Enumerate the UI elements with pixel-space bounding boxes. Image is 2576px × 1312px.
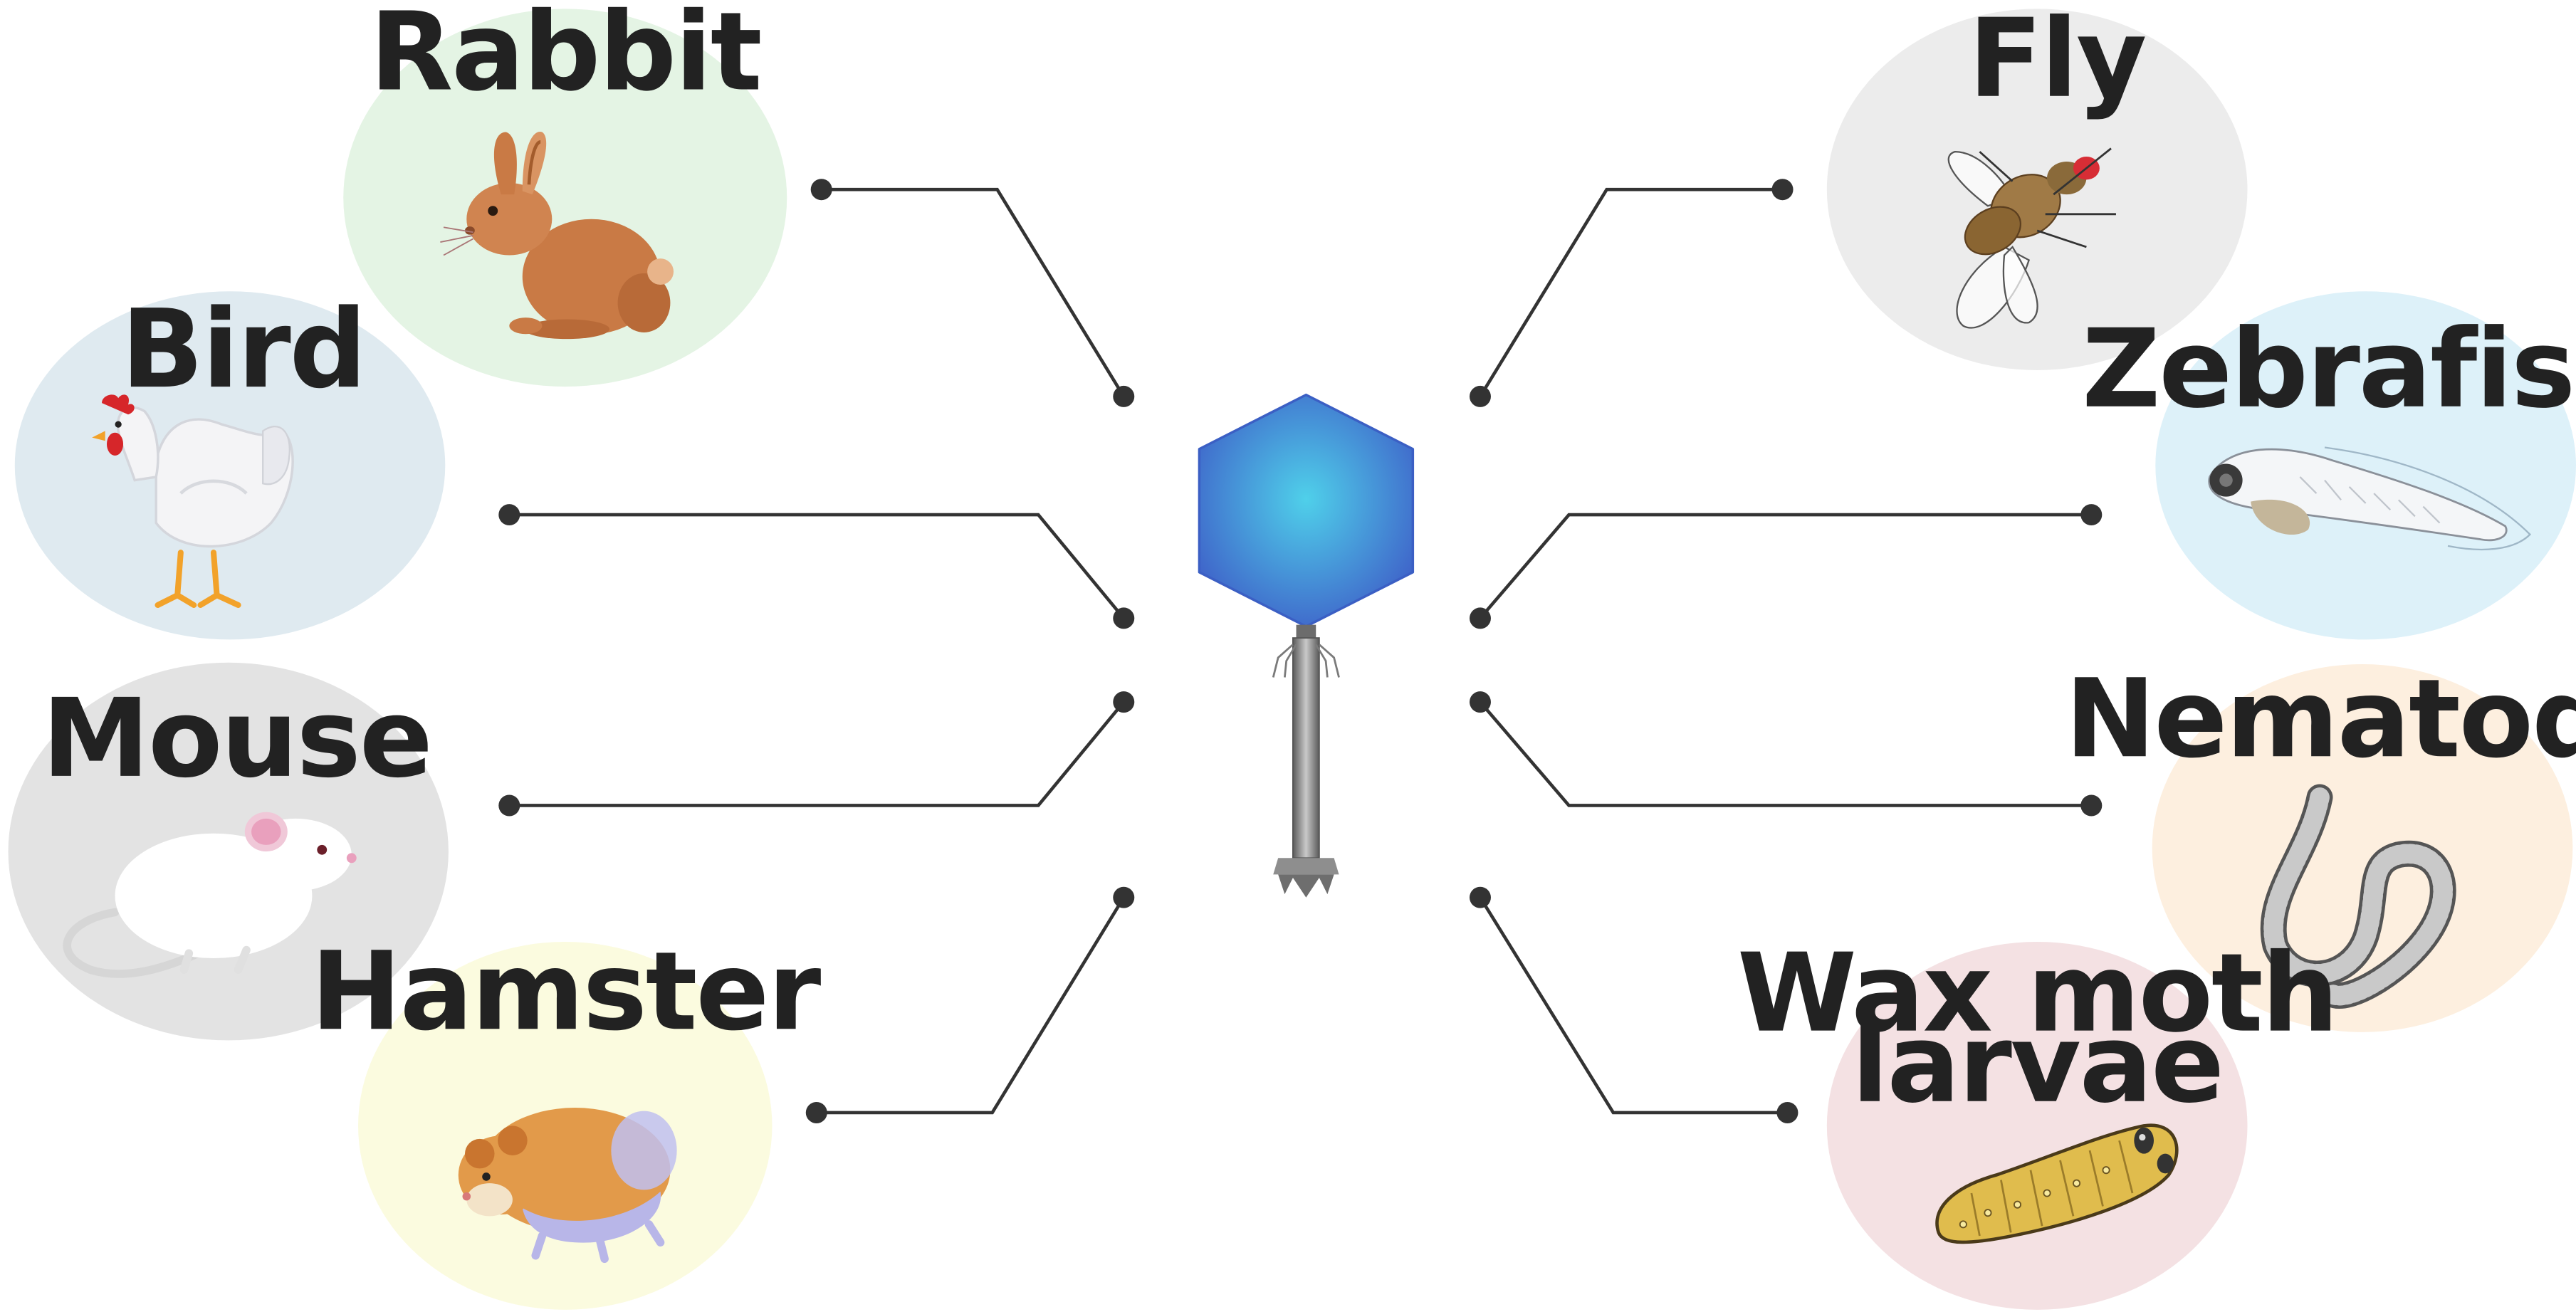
connector-dots <box>498 179 2103 1123</box>
rabbit-icon <box>440 131 674 340</box>
organism-nematode: Nematode <box>2065 656 2576 1032</box>
organism-bird: Bird <box>14 286 446 640</box>
nematode-label: Nematode <box>2065 656 2576 782</box>
rabbit-bubble <box>343 9 787 387</box>
organism-rabbit: Rabbit <box>343 0 787 387</box>
rabbit-label: Rabbit <box>370 0 760 115</box>
mouse-label: Mouse <box>42 676 431 802</box>
connector-bird <box>509 513 1126 619</box>
hamster-label: Hamster <box>311 928 822 1054</box>
bacteriophage-icon <box>1198 393 1415 898</box>
organism-waxmoth: Wax moth larvae <box>1737 930 2339 1310</box>
connector-zebrafish <box>1479 513 2092 619</box>
mouse-icon <box>63 812 357 978</box>
waxmoth-bubble <box>1826 941 2248 1310</box>
organism-hamster: Hamster <box>311 928 822 1310</box>
connector-hamster <box>816 896 1126 1115</box>
fly-label: Fly <box>1969 0 2146 122</box>
organism-zebrafish: Zebrafish <box>2082 291 2576 640</box>
connector-waxmoth <box>1479 896 1788 1115</box>
waxmoth-label-line2: larvae <box>1851 1001 2222 1127</box>
nematode-icon <box>2260 784 2456 1009</box>
connector-fly <box>1478 187 1783 398</box>
bird-label: Bird <box>121 286 365 412</box>
hamster-icon <box>458 1108 677 1264</box>
nematode-bubble <box>2152 664 2573 1032</box>
connector-rabbit <box>821 187 1126 398</box>
organism-mouse: Mouse <box>8 662 449 1041</box>
zebrafish-bubble <box>2155 291 2576 640</box>
chicken-icon <box>92 394 294 609</box>
waxmoth-label-line1: Wax moth <box>1737 930 2337 1056</box>
connectors <box>509 187 2092 1115</box>
organism-fly: Fly <box>1826 0 2248 371</box>
connector-mouse <box>509 700 1126 807</box>
connector-nematode <box>1479 700 2092 807</box>
wax-moth-larva-icon <box>1935 1123 2179 1244</box>
zebrafish-label: Zebrafish <box>2082 306 2576 432</box>
fly-icon <box>1947 147 2116 329</box>
zebrafish-larva-icon <box>2208 446 2532 551</box>
